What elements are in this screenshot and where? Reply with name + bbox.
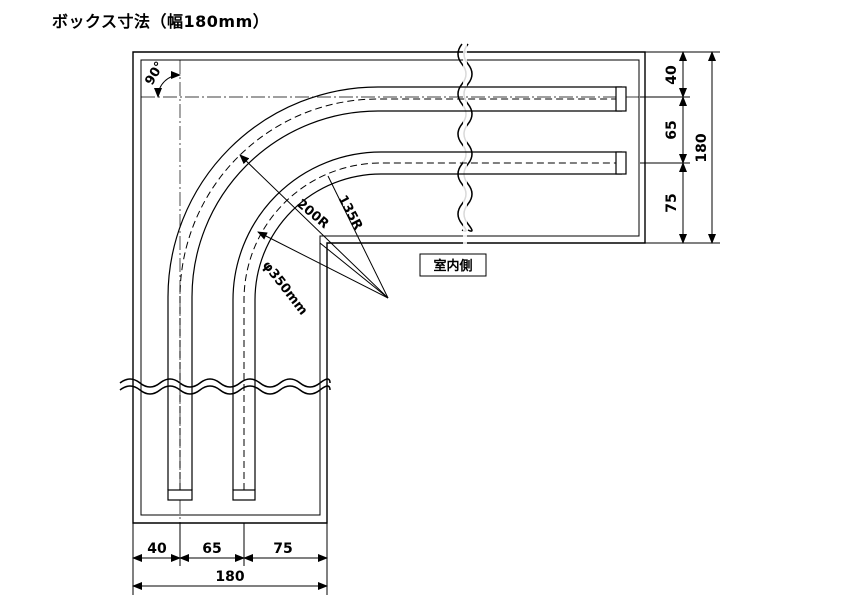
- bottom-dim-total: 180: [215, 569, 244, 585]
- pipe-diameter-label: φ350mm: [259, 258, 310, 318]
- pipe-outer: [167, 86, 622, 490]
- page-title: ボックス寸法（幅180mm）: [52, 12, 270, 31]
- indoor-side-label: 室内側: [433, 258, 472, 274]
- box-outline: [132, 51, 646, 524]
- right-dimension-lines: [640, 51, 720, 244]
- bottom-dim-40: 40: [147, 541, 167, 557]
- right-dim-total: 180: [694, 133, 710, 162]
- right-dim-75: 75: [664, 193, 680, 212]
- right-dim-40: 40: [664, 65, 680, 85]
- angle-indicator: [154, 71, 181, 98]
- radius-leaders: [239, 154, 389, 299]
- bottom-dim-75: 75: [273, 541, 292, 557]
- right-dim-65: 65: [664, 120, 680, 139]
- break-line-horizontal: [119, 378, 331, 395]
- center-lines: [141, 60, 660, 540]
- pipe-inner: [232, 151, 622, 490]
- pipe-end-caps: [167, 86, 627, 501]
- indoor-side-box: [419, 253, 487, 277]
- bottom-dim-65: 65: [202, 541, 221, 557]
- bottom-dimension-lines: [132, 523, 328, 595]
- angle-label: 90°: [142, 59, 167, 88]
- radius-outer-label: 200R: [293, 197, 331, 232]
- radius-inner-label: 135R: [334, 193, 365, 233]
